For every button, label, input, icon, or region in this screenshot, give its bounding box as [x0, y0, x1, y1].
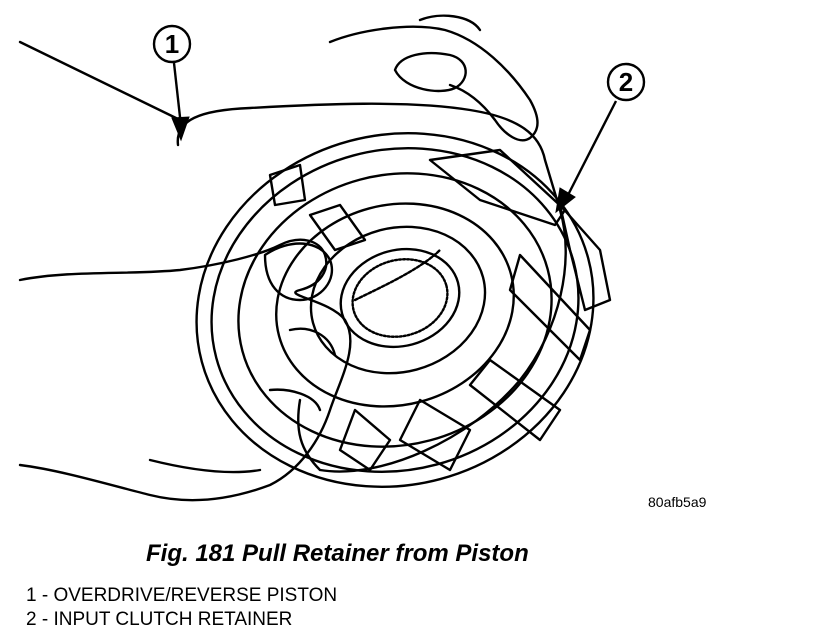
snap-ring — [353, 248, 442, 302]
figure-caption: Fig. 181 Pull Retainer from Piston — [146, 540, 529, 567]
legend-item-2: 2 - INPUT CLUTCH RETAINER — [26, 609, 293, 630]
image-code: 80afb5a9 — [648, 494, 707, 510]
callout-1: 1 — [152, 24, 192, 142]
callout-1-label: 1 — [165, 29, 179, 59]
top-hand — [328, 25, 539, 142]
lower-hand-knuckle-3 — [148, 458, 262, 474]
callout-2-label: 2 — [619, 67, 633, 97]
top-hand-finger-2 — [418, 14, 482, 32]
lower-hand-thumb — [263, 242, 333, 302]
leader-line — [18, 40, 178, 120]
input-clutch-retainer — [195, 132, 595, 488]
retainer-piston-illustration: 1 2 80afb5a9 — [18, 14, 707, 510]
retainer-tabs — [268, 148, 612, 472]
lower-hand — [18, 238, 352, 502]
callout-2: 2 — [555, 62, 646, 214]
top-hand-finger — [393, 51, 467, 93]
legend-item-1: 1 - OVERDRIVE/REVERSE PISTON — [26, 585, 338, 606]
lower-hand-knuckle-1 — [288, 327, 337, 357]
lower-hand-knuckle-2 — [268, 388, 322, 412]
